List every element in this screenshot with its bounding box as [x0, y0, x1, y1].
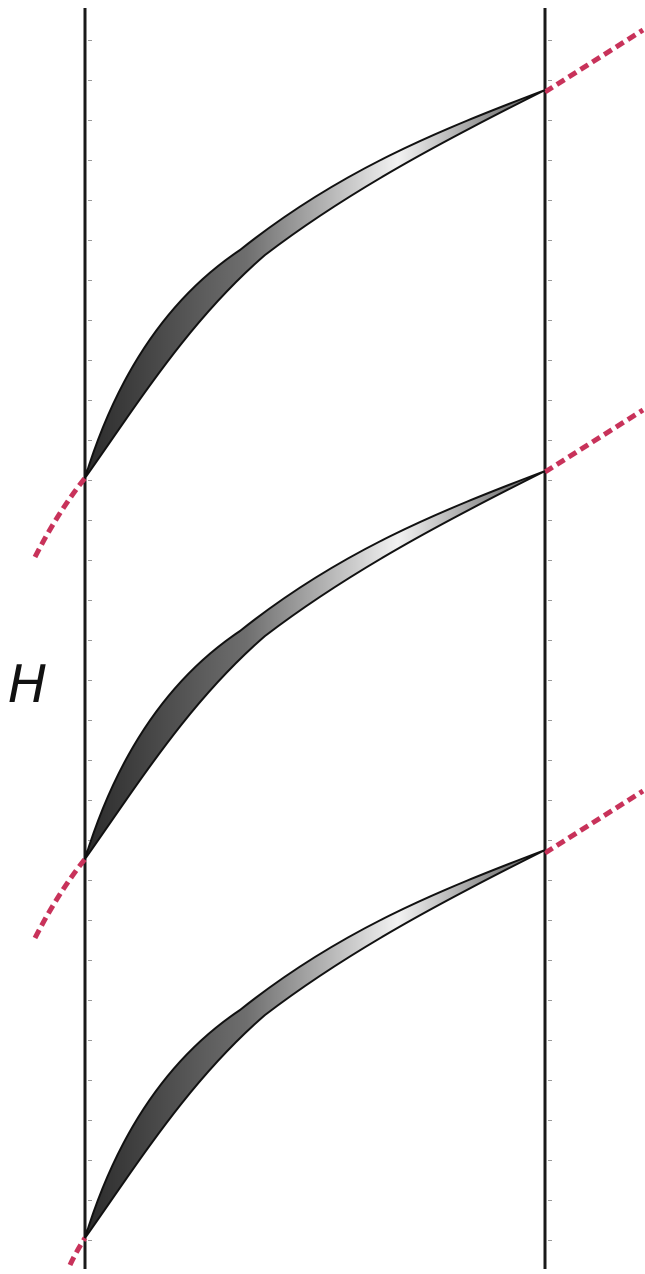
blade-2 — [84, 470, 546, 860]
right-boundary-ticks — [548, 10, 552, 1265]
camber-guide-line-4 — [67, 1236, 88, 1267]
camber-guide-line-2 — [32, 407, 645, 559]
left-boundary-ticks — [88, 10, 92, 1265]
camber-guide-line-3 — [32, 788, 645, 940]
blade-1 — [84, 89, 546, 479]
pitch-label: H — [8, 655, 48, 715]
camber-guide-line-1 — [543, 27, 645, 95]
blade-3 — [84, 849, 546, 1239]
